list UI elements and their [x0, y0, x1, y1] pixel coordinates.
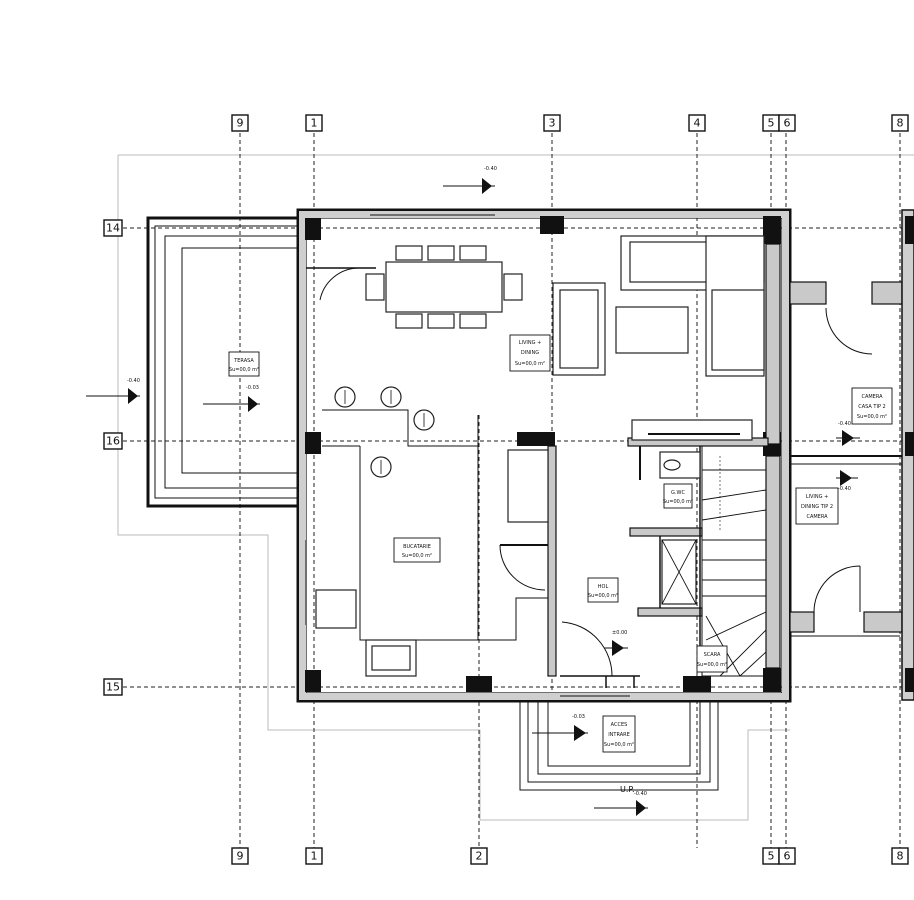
dining-table	[365, 245, 523, 329]
svg-text:4: 4	[694, 117, 701, 130]
svg-text:6: 6	[784, 117, 791, 130]
svg-text:Su=00,0 m²: Su=00,0 m²	[588, 593, 618, 599]
svg-text:LIVING +: LIVING +	[519, 340, 542, 346]
svg-text:U.P.: U.P.	[620, 785, 635, 794]
doors	[319, 267, 873, 677]
neighbour-unit	[789, 209, 914, 701]
svg-text:5: 5	[768, 117, 775, 130]
entrance-steps	[519, 700, 719, 791]
room-label-living: LIVING + DINING Su=00,0 m²	[509, 334, 551, 372]
grid-bubble-top-1: 1	[305, 114, 323, 132]
living-furniture	[552, 235, 765, 441]
svg-text:-0.03: -0.03	[572, 714, 585, 720]
room-label-acces: ACCES INTRARE Su=00,0 m²	[602, 715, 636, 753]
svg-text:15: 15	[106, 681, 120, 694]
svg-text:3: 3	[549, 117, 556, 130]
level-marker-left: -0.40	[86, 378, 140, 404]
room-label-hol: HOL Su=00,0 m²	[587, 577, 619, 603]
svg-text:CAMERA: CAMERA	[806, 514, 828, 520]
svg-text:8: 8	[897, 850, 904, 863]
grid-bubble-top-9: 9	[231, 114, 249, 132]
level-marker-hol: ±0.00	[604, 630, 628, 656]
svg-text:8: 8	[897, 117, 904, 130]
svg-text:-0.40: -0.40	[127, 378, 140, 384]
room-label-wc: G.WC Su=00,0 m²	[663, 483, 693, 509]
svg-text:Su=00,0 m²: Su=00,0 m²	[697, 662, 727, 668]
stair	[701, 445, 767, 677]
interior-walls	[306, 243, 781, 677]
svg-text:Su=00,0 m²: Su=00,0 m²	[515, 361, 545, 367]
level-marker-top: -0.40	[443, 166, 497, 194]
grid-bubble-top-4: 4	[688, 114, 706, 132]
svg-text:DINING: DINING	[521, 350, 539, 356]
svg-text:TERASA: TERASA	[233, 358, 254, 364]
room-label-bucatarie: BUCATARIE Su=00,0 m²	[393, 537, 441, 563]
svg-text:-0.40: -0.40	[484, 166, 497, 172]
svg-text:CAMERA: CAMERA	[861, 394, 883, 400]
grid-bubble-bottom-5: 5	[762, 847, 780, 865]
room-label-living-tip2: LIVING + DINING TIP 2 CAMERA	[795, 487, 839, 525]
svg-text:1: 1	[311, 850, 318, 863]
wc-room	[659, 451, 701, 605]
svg-text:-0.03: -0.03	[246, 385, 259, 391]
svg-text:1: 1	[311, 117, 318, 130]
svg-text:-0.40: -0.40	[634, 791, 647, 797]
grid-bubble-bottom-1: 1	[305, 847, 323, 865]
level-marker-right2: -0.40	[836, 470, 858, 492]
svg-text:CASA TIP 2: CASA TIP 2	[858, 404, 886, 410]
grid-bubble-bottom-8: 8	[891, 847, 909, 865]
svg-text:Su=00,0 m²: Su=00,0 m²	[402, 553, 432, 559]
kitchen	[315, 386, 549, 677]
room-label-terasa: TERASA Su=00,0 m²	[228, 351, 260, 377]
level-marker-right1: -0.40	[836, 421, 860, 446]
svg-text:G.WC: G.WC	[671, 490, 685, 496]
svg-text:DINING TIP 2: DINING TIP 2	[801, 504, 833, 510]
svg-text:5: 5	[768, 850, 775, 863]
grid-bubble-left-15: 15	[103, 678, 123, 696]
terrace-frame	[146, 216, 298, 508]
site-outline	[117, 154, 914, 821]
entry-mark: U.P.	[605, 676, 635, 794]
grid-bubble-top-3: 3	[543, 114, 561, 132]
grid-bubble-left-16: 16	[103, 432, 123, 450]
svg-text:BUCATARIE: BUCATARIE	[403, 544, 431, 550]
svg-text:±0.00: ±0.00	[612, 630, 627, 636]
svg-text:SCARA: SCARA	[704, 652, 721, 658]
svg-text:Su=00,0 m²: Su=00,0 m²	[663, 499, 693, 505]
svg-text:Su=00,0 m²: Su=00,0 m²	[229, 367, 259, 373]
svg-text:6: 6	[784, 850, 791, 863]
svg-text:9: 9	[237, 850, 244, 863]
level-marker-acces: -0.03	[532, 714, 588, 741]
grid-bubble-bottom-2: 2	[470, 847, 488, 865]
svg-text:14: 14	[106, 222, 120, 235]
svg-text:INTRARE: INTRARE	[608, 732, 630, 738]
grid-bubble-bottom-9: 9	[231, 847, 249, 865]
grid-bubble-top-6: 6	[778, 114, 796, 132]
grid-bubble-top-5: 5	[762, 114, 780, 132]
svg-text:2: 2	[476, 850, 483, 863]
room-label-scara: SCARA Su=00,0 m²	[696, 645, 728, 673]
svg-text:Su=00,0 m²: Su=00,0 m²	[857, 414, 887, 420]
level-marker-bottom: -0.40	[594, 791, 648, 816]
svg-text:Su=00,0 m²: Su=00,0 m²	[604, 742, 634, 748]
room-label-camera-tip2: CAMERA CASA TIP 2 Su=00,0 m²	[851, 387, 893, 425]
svg-text:-0.40: -0.40	[838, 421, 851, 427]
svg-text:LIVING +: LIVING +	[806, 494, 829, 500]
grid-bubble-left-14: 14	[103, 219, 123, 237]
level-marker-terasa: -0.03	[203, 385, 260, 412]
svg-text:HOL: HOL	[598, 584, 609, 590]
svg-text:16: 16	[106, 435, 120, 448]
svg-text:ACCES: ACCES	[611, 722, 628, 728]
grid-bubble-top-8: 8	[891, 114, 909, 132]
svg-text:-0.40: -0.40	[838, 486, 851, 492]
svg-text:9: 9	[237, 117, 244, 130]
grid-bubble-bottom-6: 6	[778, 847, 796, 865]
